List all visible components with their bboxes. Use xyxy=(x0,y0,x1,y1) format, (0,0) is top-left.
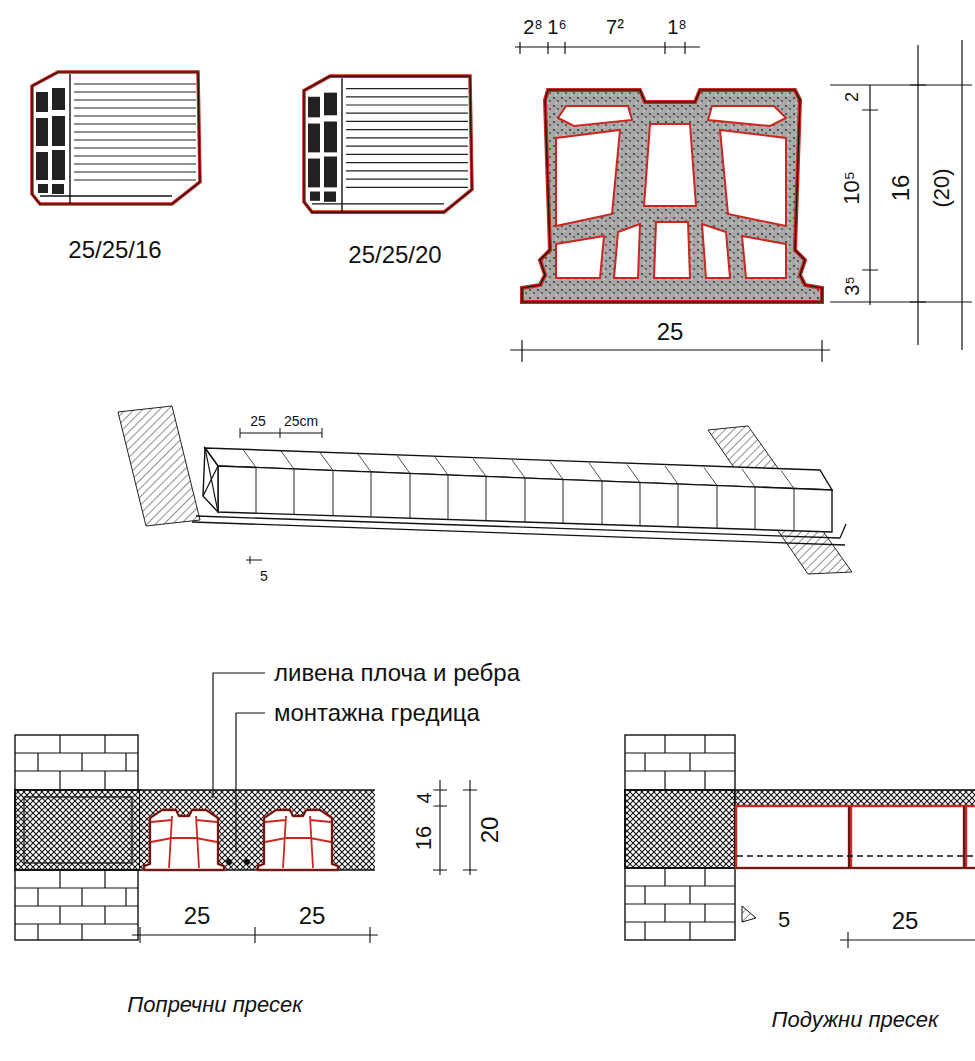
longitudinal-section xyxy=(735,790,975,806)
longitudinal-section xyxy=(737,855,975,857)
dimension: 25cm xyxy=(282,414,320,429)
dimension: 1⁸ xyxy=(665,17,689,38)
longitudinal-section xyxy=(625,735,975,948)
cross-section xyxy=(144,810,224,870)
dimension: 16 xyxy=(412,824,435,852)
block-section xyxy=(558,106,632,126)
longitudinal-section xyxy=(625,868,735,940)
longitudinal-section xyxy=(625,735,735,790)
longitudinal-section xyxy=(966,806,975,868)
beam-perspective xyxy=(243,450,794,489)
longitudinal-section xyxy=(736,806,975,868)
block-section xyxy=(742,236,786,278)
hollow-block-perspective xyxy=(32,72,472,212)
dimension: 2⁸ xyxy=(521,17,545,38)
dimension: 7² xyxy=(604,17,626,38)
block-section xyxy=(708,106,786,126)
dimension: 5 xyxy=(258,569,270,584)
beam-perspective xyxy=(203,448,218,512)
cross-section xyxy=(140,790,375,870)
dimension: 4 xyxy=(414,790,435,805)
hollow-block-perspective xyxy=(32,72,200,204)
section-caption: Попречни пресек xyxy=(125,993,304,1016)
block-section xyxy=(556,106,786,278)
dimension: 5 xyxy=(776,908,792,931)
block-section xyxy=(720,130,786,226)
block-type: 25/25/20 xyxy=(346,242,443,267)
dimension: 3⁵ xyxy=(842,274,863,297)
beam-perspective xyxy=(192,516,846,545)
dimension: 25 xyxy=(182,903,213,928)
block-section xyxy=(654,222,690,278)
cross-section xyxy=(226,859,232,865)
block-section xyxy=(522,90,822,302)
hollow-block-perspective xyxy=(304,76,472,212)
section-caption: Подужни пресек xyxy=(770,1008,941,1031)
block-section xyxy=(644,124,696,206)
block-section xyxy=(702,224,730,278)
block-type: 25/25/16 xyxy=(66,237,163,262)
cross-section xyxy=(15,735,138,790)
cross-section xyxy=(132,927,378,943)
dimension: 25 xyxy=(248,414,268,429)
longitudinal-section xyxy=(742,906,756,922)
dimension-line xyxy=(510,40,972,362)
dimension-line xyxy=(961,40,962,350)
cross-section xyxy=(213,673,265,852)
block-section xyxy=(614,224,640,278)
beam-perspective xyxy=(118,406,200,526)
longitudinal-section xyxy=(625,735,735,790)
dimension-line xyxy=(830,85,972,305)
beam-perspective xyxy=(218,466,832,532)
block-section xyxy=(522,90,822,302)
beam-perspective xyxy=(118,406,852,574)
cross-section xyxy=(15,790,140,870)
cross-section xyxy=(15,870,138,940)
cross-section xyxy=(140,790,375,870)
cross-section xyxy=(24,797,132,863)
dimension: 2 xyxy=(843,90,862,104)
cross-section xyxy=(15,735,138,790)
block-section xyxy=(556,236,604,278)
dimension: 10⁵ xyxy=(840,169,863,207)
longitudinal-section xyxy=(625,868,735,940)
cross-section xyxy=(433,780,477,875)
part-label: монтажна гредица xyxy=(272,700,482,725)
beam-perspective xyxy=(203,448,218,512)
dimension: 25 xyxy=(297,903,328,928)
beam-perspective xyxy=(240,428,322,564)
dimension: 20 xyxy=(477,815,502,846)
longitudinal-section xyxy=(736,806,849,868)
cross-section xyxy=(258,810,338,870)
block-section xyxy=(522,90,822,302)
dimension: 1⁶ xyxy=(545,17,568,38)
part-label: ливена плоча и ребра xyxy=(272,660,522,685)
dimension: 25 xyxy=(655,319,686,344)
cross-section xyxy=(15,870,138,940)
dimension-line xyxy=(515,42,700,54)
longitudinal-section xyxy=(625,790,735,868)
longitudinal-section xyxy=(840,932,975,948)
longitudinal-section xyxy=(851,806,964,868)
block-section xyxy=(556,130,620,226)
cross-section xyxy=(244,859,250,865)
dimension: 16 xyxy=(888,173,913,204)
dimension: (20) xyxy=(930,166,953,209)
dimension: 25 xyxy=(890,908,921,933)
